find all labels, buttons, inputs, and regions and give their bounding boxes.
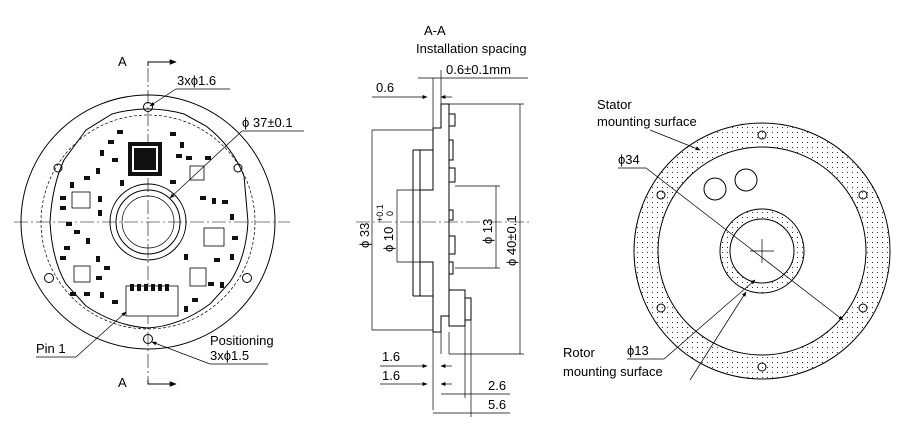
ic-right bbox=[203, 227, 225, 247]
positioning-title: Positioning bbox=[210, 333, 274, 348]
dim-10-tol-lower: 0 bbox=[385, 211, 395, 216]
dim-56-label: 5.6 bbox=[488, 397, 506, 412]
dim-40-label: ϕ 40±0.1 bbox=[504, 215, 519, 266]
pin1-label: Pin 1 bbox=[36, 341, 66, 356]
flange-dim-13-label: ϕ13 bbox=[627, 343, 649, 358]
section-component bbox=[448, 113, 456, 127]
ic-left bbox=[71, 191, 91, 209]
dim-16b-label: 1.6 bbox=[382, 368, 400, 383]
magnet-ring-outer bbox=[109, 183, 187, 261]
pcb-outline bbox=[49, 108, 249, 329]
positioning-hole-bottom bbox=[143, 334, 153, 344]
flange-hole-b bbox=[734, 168, 758, 192]
spacing-label: 0.6±0.1mm bbox=[446, 62, 511, 77]
flange-hole-a bbox=[703, 177, 727, 201]
ic-bottom-right bbox=[189, 267, 207, 287]
pcb-outer-ring bbox=[20, 94, 276, 350]
ic-bottom-left bbox=[73, 265, 91, 283]
holes-label: 3xϕ1.6 bbox=[177, 73, 216, 88]
rotor-label-line2: mounting surface bbox=[563, 364, 663, 379]
stator-label-line1: Stator bbox=[597, 97, 632, 112]
dim-33-label: ϕ 33 bbox=[357, 223, 372, 248]
dim-13-section-label: ϕ 13 bbox=[480, 219, 495, 244]
section-title: A-A bbox=[424, 23, 446, 38]
positioning-hole-right bbox=[233, 163, 243, 173]
section-marker-bottom: A bbox=[118, 375, 127, 390]
magnet-ring-inner bbox=[115, 189, 181, 255]
outer-diameter-label: ϕ 37±0.1 bbox=[242, 115, 293, 130]
stator-label-line2: mounting surface bbox=[597, 114, 697, 129]
dim-10-label: ϕ 10 bbox=[381, 227, 396, 252]
dim-10-tol-upper: +0.1 bbox=[375, 204, 385, 222]
dim-06-label: 0.6 bbox=[376, 80, 394, 95]
flange-dim-34-label: ϕ34 bbox=[618, 152, 640, 167]
section-body bbox=[419, 103, 450, 333]
mount-hole-left bbox=[44, 273, 54, 283]
section-connector bbox=[448, 289, 466, 327]
dim-26-label: 2.6 bbox=[488, 378, 506, 393]
section-subtitle: Installation spacing bbox=[416, 41, 527, 56]
mount-hole-top bbox=[143, 102, 153, 112]
mount-hole-right bbox=[242, 273, 252, 283]
positioning-hole-left bbox=[53, 163, 63, 173]
dim-16a-label: 1.6 bbox=[382, 349, 400, 364]
flange-view bbox=[633, 122, 891, 380]
section-marker-top: A bbox=[118, 54, 127, 69]
rotor-label-line1: Rotor bbox=[563, 345, 595, 360]
positioning-holes-label: 3xϕ1.5 bbox=[210, 348, 249, 363]
pcb-dashed-circle bbox=[40, 114, 256, 330]
